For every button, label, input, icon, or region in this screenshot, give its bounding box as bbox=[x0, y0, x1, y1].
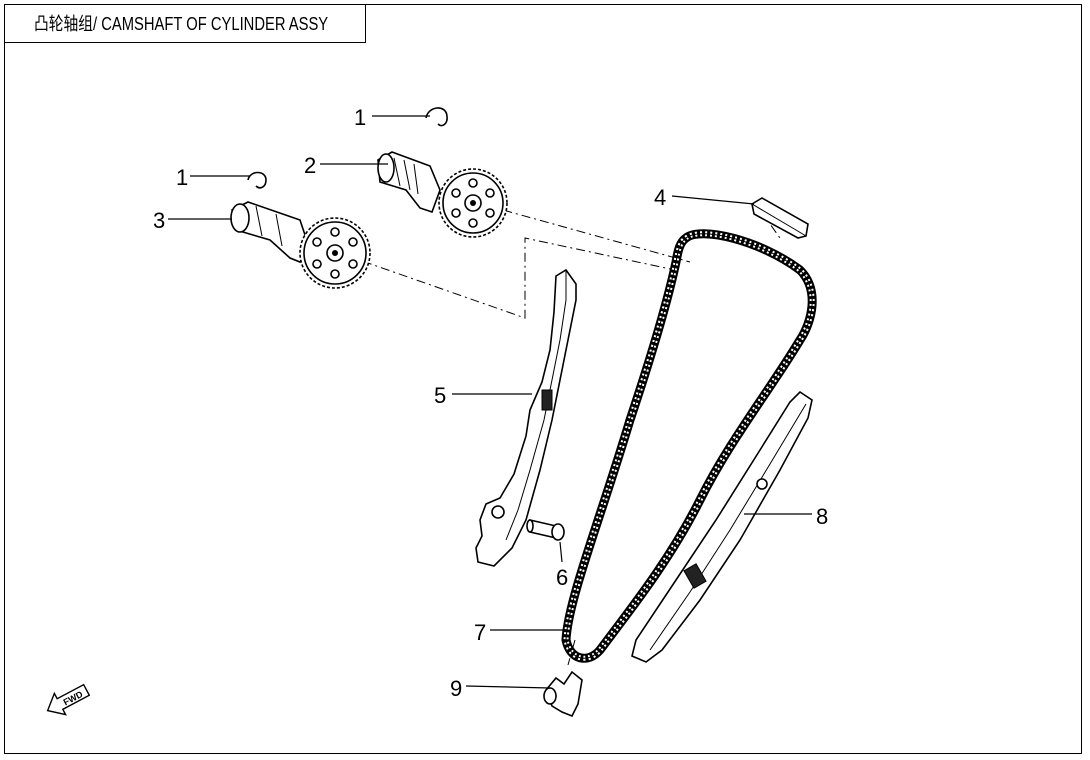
callout-1-upper: 1 bbox=[354, 105, 366, 130]
part-5-tensioner-guide bbox=[475, 268, 577, 567]
part-7-timing-chain bbox=[561, 229, 817, 663]
callout-8: 8 bbox=[816, 504, 828, 529]
part-3-camshaft-lower bbox=[230, 201, 371, 289]
leader-lines bbox=[168, 115, 812, 689]
part-1-clip-lower bbox=[247, 171, 267, 189]
callout-numbers: 1 1 2 3 4 5 6 7 8 9 bbox=[153, 105, 828, 701]
part-9-chain-slipper bbox=[543, 670, 583, 718]
page-title: 凸轮轴组/ CAMSHAFT OF CYLINDER ASSY bbox=[34, 14, 329, 34]
callout-7: 7 bbox=[474, 620, 486, 645]
callout-3: 3 bbox=[153, 208, 165, 233]
callout-9: 9 bbox=[450, 676, 462, 701]
part-4-guide-pad bbox=[751, 197, 809, 239]
callout-2: 2 bbox=[304, 153, 316, 178]
part-8-chain-guide bbox=[631, 390, 813, 663]
callout-5: 5 bbox=[434, 383, 446, 408]
part-6-pivot-bolt bbox=[526, 518, 565, 541]
title-box: 凸轮轴组/ CAMSHAFT OF CYLINDER ASSY bbox=[4, 4, 366, 43]
callout-4: 4 bbox=[654, 185, 666, 210]
callout-1-lower: 1 bbox=[176, 165, 188, 190]
fwd-arrow-icon: FWD bbox=[46, 683, 91, 716]
drawing-frame bbox=[4, 4, 1082, 754]
part-1-clip-upper bbox=[425, 107, 448, 127]
part-2-camshaft-upper bbox=[377, 151, 508, 238]
callout-6: 6 bbox=[556, 565, 568, 590]
